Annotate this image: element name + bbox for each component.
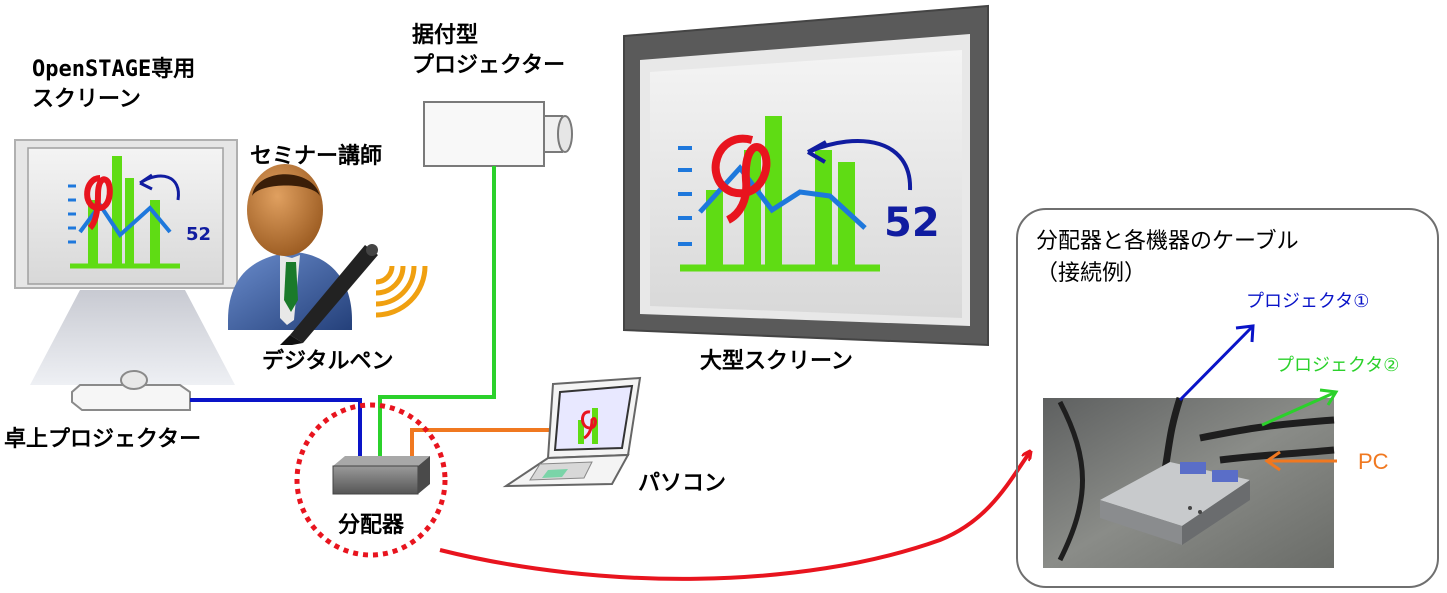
digital-pen-device <box>280 244 378 345</box>
laptop <box>502 376 642 488</box>
small-screen-number: 52 <box>186 224 211 245</box>
inset-title-line1: 分配器と各機器のケーブル <box>1036 229 1299 254</box>
inset-label-pc: PC <box>1358 449 1389 474</box>
inset-label-projector1: プロジェクタ① <box>1246 291 1370 312</box>
desktop-projector <box>71 370 191 411</box>
arrow-projector1 <box>1178 324 1255 402</box>
large-screen-chart: 52 <box>678 116 940 272</box>
large-screen-number: 52 <box>884 200 940 246</box>
label-fixed-projector-line2: プロジェクター <box>412 53 566 78</box>
label-fixed-projector-line1: 据付型 <box>412 23 479 48</box>
inset-arrows <box>1178 324 1339 472</box>
label-seminar-lecturer: セミナー講師 <box>250 144 383 169</box>
splitter-photo <box>1043 396 1335 568</box>
openstage-screen: 52 <box>14 139 238 385</box>
label-large-screen: 大型スクリーン <box>700 349 853 374</box>
small-screen-chart: 52 <box>68 156 211 269</box>
fixed-projector <box>423 101 573 167</box>
label-pc: パソコン <box>638 471 727 496</box>
label-desktop-projector: 卓上プロジェクター <box>4 427 202 452</box>
label-splitter: 分配器 <box>338 513 405 538</box>
projection-beam <box>30 290 235 385</box>
inset-title-line2: （接続例） <box>1036 261 1147 286</box>
blue-cable <box>190 398 362 458</box>
inset-box <box>1016 208 1439 588</box>
label-openstage-screen-line1: OpenSTAGE専用 <box>32 57 196 82</box>
splitter-device <box>332 456 430 495</box>
arrow-projector2 <box>1261 390 1337 427</box>
label-openstage-screen-line2: スクリーン <box>32 87 141 112</box>
green-cable <box>378 166 496 458</box>
red-curved-arrow <box>439 452 1030 581</box>
inset-label-projector2: プロジェクタ② <box>1276 355 1400 376</box>
label-digital-pen: デジタルペン <box>262 349 394 374</box>
orange-cable <box>410 428 550 458</box>
cables <box>190 166 550 458</box>
splitter-highlight-circle <box>294 402 448 558</box>
wireless-signal-icon <box>375 265 428 318</box>
large-screen: 52 <box>623 4 989 347</box>
